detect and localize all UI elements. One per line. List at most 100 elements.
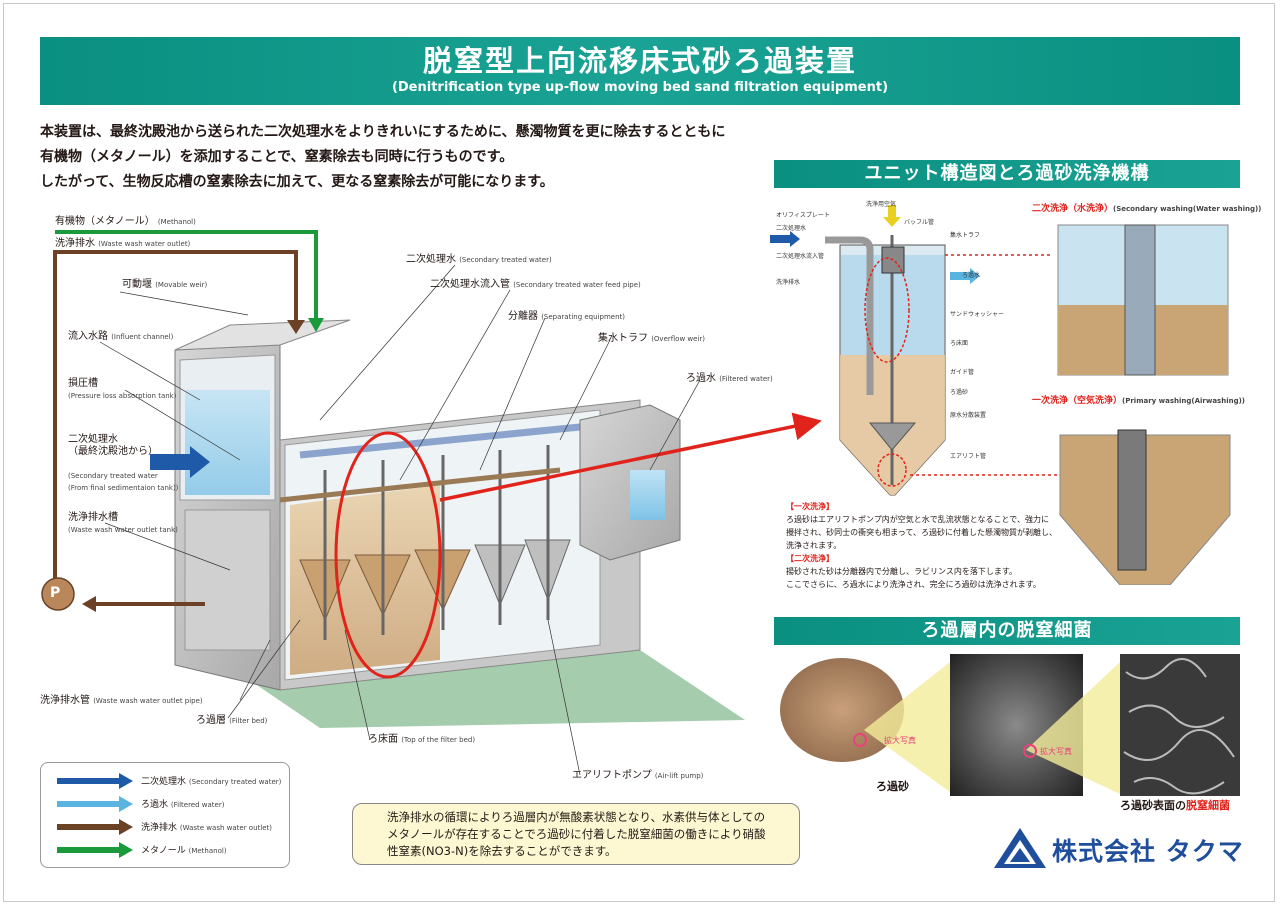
label-jp: ろ過層 [196,715,226,726]
label-jp: 有機物（メタノール） [55,216,155,227]
wash-title-en: (Secondary washing(Water washing)) [1113,205,1262,213]
unit-section-heading: ユニット構造図とろ過砂洗浄機構 [774,160,1240,188]
label-airlift: エアリフトポンプ (Air-lift pump) [572,770,703,782]
feed-pipe [279,467,561,503]
wash-heading-secondary: 【二次洗浄】 [786,554,834,563]
label-jp: 洗浄排水 [55,238,95,249]
page-frame [3,3,1275,902]
unit-diagram [770,205,1231,585]
unit-inflow-arrow [770,231,800,247]
sand-bed [290,485,440,675]
company-name: 株式会社 タクマ [1052,837,1244,866]
wash-title-en: (Primary washing(Airwashing)) [1122,397,1246,405]
label-jp: 洗浄排水槽 [68,512,118,523]
legend-jp: 洗浄排水 [141,823,178,833]
methanol-arrowhead [308,318,324,332]
basin-top-edge [174,319,351,351]
legend-jp: メタノール [141,846,186,856]
intro-text: 本装置は、最終沈殿池から送られた二次処理水をよりきれいにするために、懸濁物質を更… [40,120,800,195]
pump-circle [41,577,75,611]
label-influent-channel: 流入水路 (Influent channel) [68,331,173,343]
legend-item: 洗浄排水 (Waste wash water outlet) [57,817,287,837]
secondary-wash-title: 二次洗浄（水洗浄）(Secondary washing(Water washin… [1032,203,1261,215]
wash-water-line [53,250,298,580]
label-en: (Influent channel) [111,333,174,341]
intro-line: したがって、生物反応槽の窒素除去に加えて、更なる窒素除去が可能になります。 [40,174,554,190]
zoom-marker-1 [853,733,867,747]
bacteria-section-heading: ろ過層内の脱窒細菌 [774,617,1240,645]
wash-title-jp: 二次洗浄（水洗浄） [1032,204,1114,214]
unit-label-orifice: オリフィスプレート [776,212,830,219]
title-banner: 脱窒型上向流移床式砂ろ過装置 (Denitrification type up-… [40,37,1240,105]
legend-en: (Secondary treated water) [188,778,282,786]
wash-arrowhead [287,320,305,334]
zoom-band-1 [864,662,950,792]
primary-wash-title: 一次洗浄（空気洗浄）(Primary washing(Airwashing)) [1032,395,1245,407]
label-jp: 分離器 [508,311,538,322]
legend-label: 二次処理水 (Secondary treated water) [141,774,281,787]
unit-label-distributor: 原水分散装置 [950,412,987,419]
wash-heading-primary: 【一次洗浄】 [786,502,834,511]
pump-label: P [50,585,61,601]
unit-label-sand: ろ過砂 [950,389,969,396]
legend-arrow-icon [57,796,133,812]
page-subtitle: (Denitrification type up-flow moving bed… [391,80,889,95]
label-jp: 二次処理水 [406,254,456,265]
label-en: (Secondary treated water feed pipe) [513,281,641,289]
unit-label-air: 洗浄用空気 [866,201,897,208]
unit-label-bed-top: ろ床面 [950,340,969,347]
legend-label: メタノール (Methanol) [141,843,227,856]
label-methanol: 有機物（メタノール） (Methanol) [55,216,196,228]
label-secondary-water: 二次処理水 (Secondary treated water) [406,254,552,266]
label-movable-weir: 可動堰 (Movable weir) [122,279,207,291]
wash-title-jp: 一次洗浄（空気洗浄） [1032,396,1123,406]
takuma-logo-icon [994,828,1046,868]
company-logo: 株式会社 タクマ [992,826,1244,870]
zoom-band-2 [1026,662,1120,794]
label-filtered: ろ過水 (Filtered water) [686,373,773,385]
intro-line: 有機物（メタノール）を添加することで、窒素除去も同時に行うものです。 [40,149,514,165]
label-jp: （最終沈殿池から） [68,446,158,457]
pointer-arrow [439,412,822,502]
caption-prefix: ろ過砂表面の [1120,799,1186,812]
label-en: (Waste wash water outlet) [98,240,191,248]
bacteria-texture [1123,658,1235,795]
label-en: (Secondary treated water) [459,256,552,264]
label-en: (Secondary treated water [68,472,158,480]
label-en: (Waste wash water outlet tank) [68,526,178,534]
sand-caption: ろ過砂 [876,780,909,793]
label-en: (Separating equipment) [541,313,625,321]
legend-jp: ろ過水 [141,800,169,810]
legend-arrow-icon [57,819,133,835]
inlet-water [185,390,270,495]
label-en: (From final sedimentaion tank)) [68,484,179,492]
legend-jp: 二次処理水 [141,777,187,787]
label-wash-tank: 洗浄排水槽 (Waste wash water outlet tank) [68,512,178,536]
label-feed-pipe: 二次処理水流入管 (Secondary treated water feed p… [430,279,641,291]
label-wash-pipe: 洗浄排水管 (Waste wash water outlet pipe) [40,695,203,707]
bacteria-photos [780,654,1240,796]
methanol-line [55,230,318,322]
unit-distributor [868,422,917,451]
wash-pipe [299,421,601,459]
unit-label-trough: 集水トラフ [950,232,981,239]
legend-label: 洗浄排水 (Waste wash water outlet) [141,820,272,833]
wash-tank-box [184,509,271,651]
zoom-marker-2 [1023,744,1037,758]
inlet-arrow [150,446,210,478]
label-jp: 洗浄排水管 [40,695,90,706]
wash-text-line: ろ過砂はエアリフトポンプ内が空気と水で乱流状態となることで、強力に [786,515,1049,524]
unit-label-feed-pipe: 二次処理水流入管 [776,253,825,260]
label-secondary-in-en: (Secondary treated water (From final sedi… [68,470,178,494]
unit-label-wash-out: 洗浄排水 [776,279,801,286]
legend-en: (Filtered water) [170,801,225,809]
label-jp: 可動堰 [122,279,152,290]
legend-en: (Methanol) [188,847,227,855]
label-en: (Waste wash water outlet pipe) [93,697,203,705]
denitrification-callout: 洗浄排水の循環によりろ過層内が無酸素状態となり、水素供与体としての メタノールが… [352,803,800,865]
label-pressure-tank: 損圧槽(Pressure loss absorption tank) [68,378,176,402]
label-en: (Filtered water) [719,375,773,383]
label-jp: 流入水路 [68,331,108,342]
label-jp: 集水トラフ [598,333,648,344]
